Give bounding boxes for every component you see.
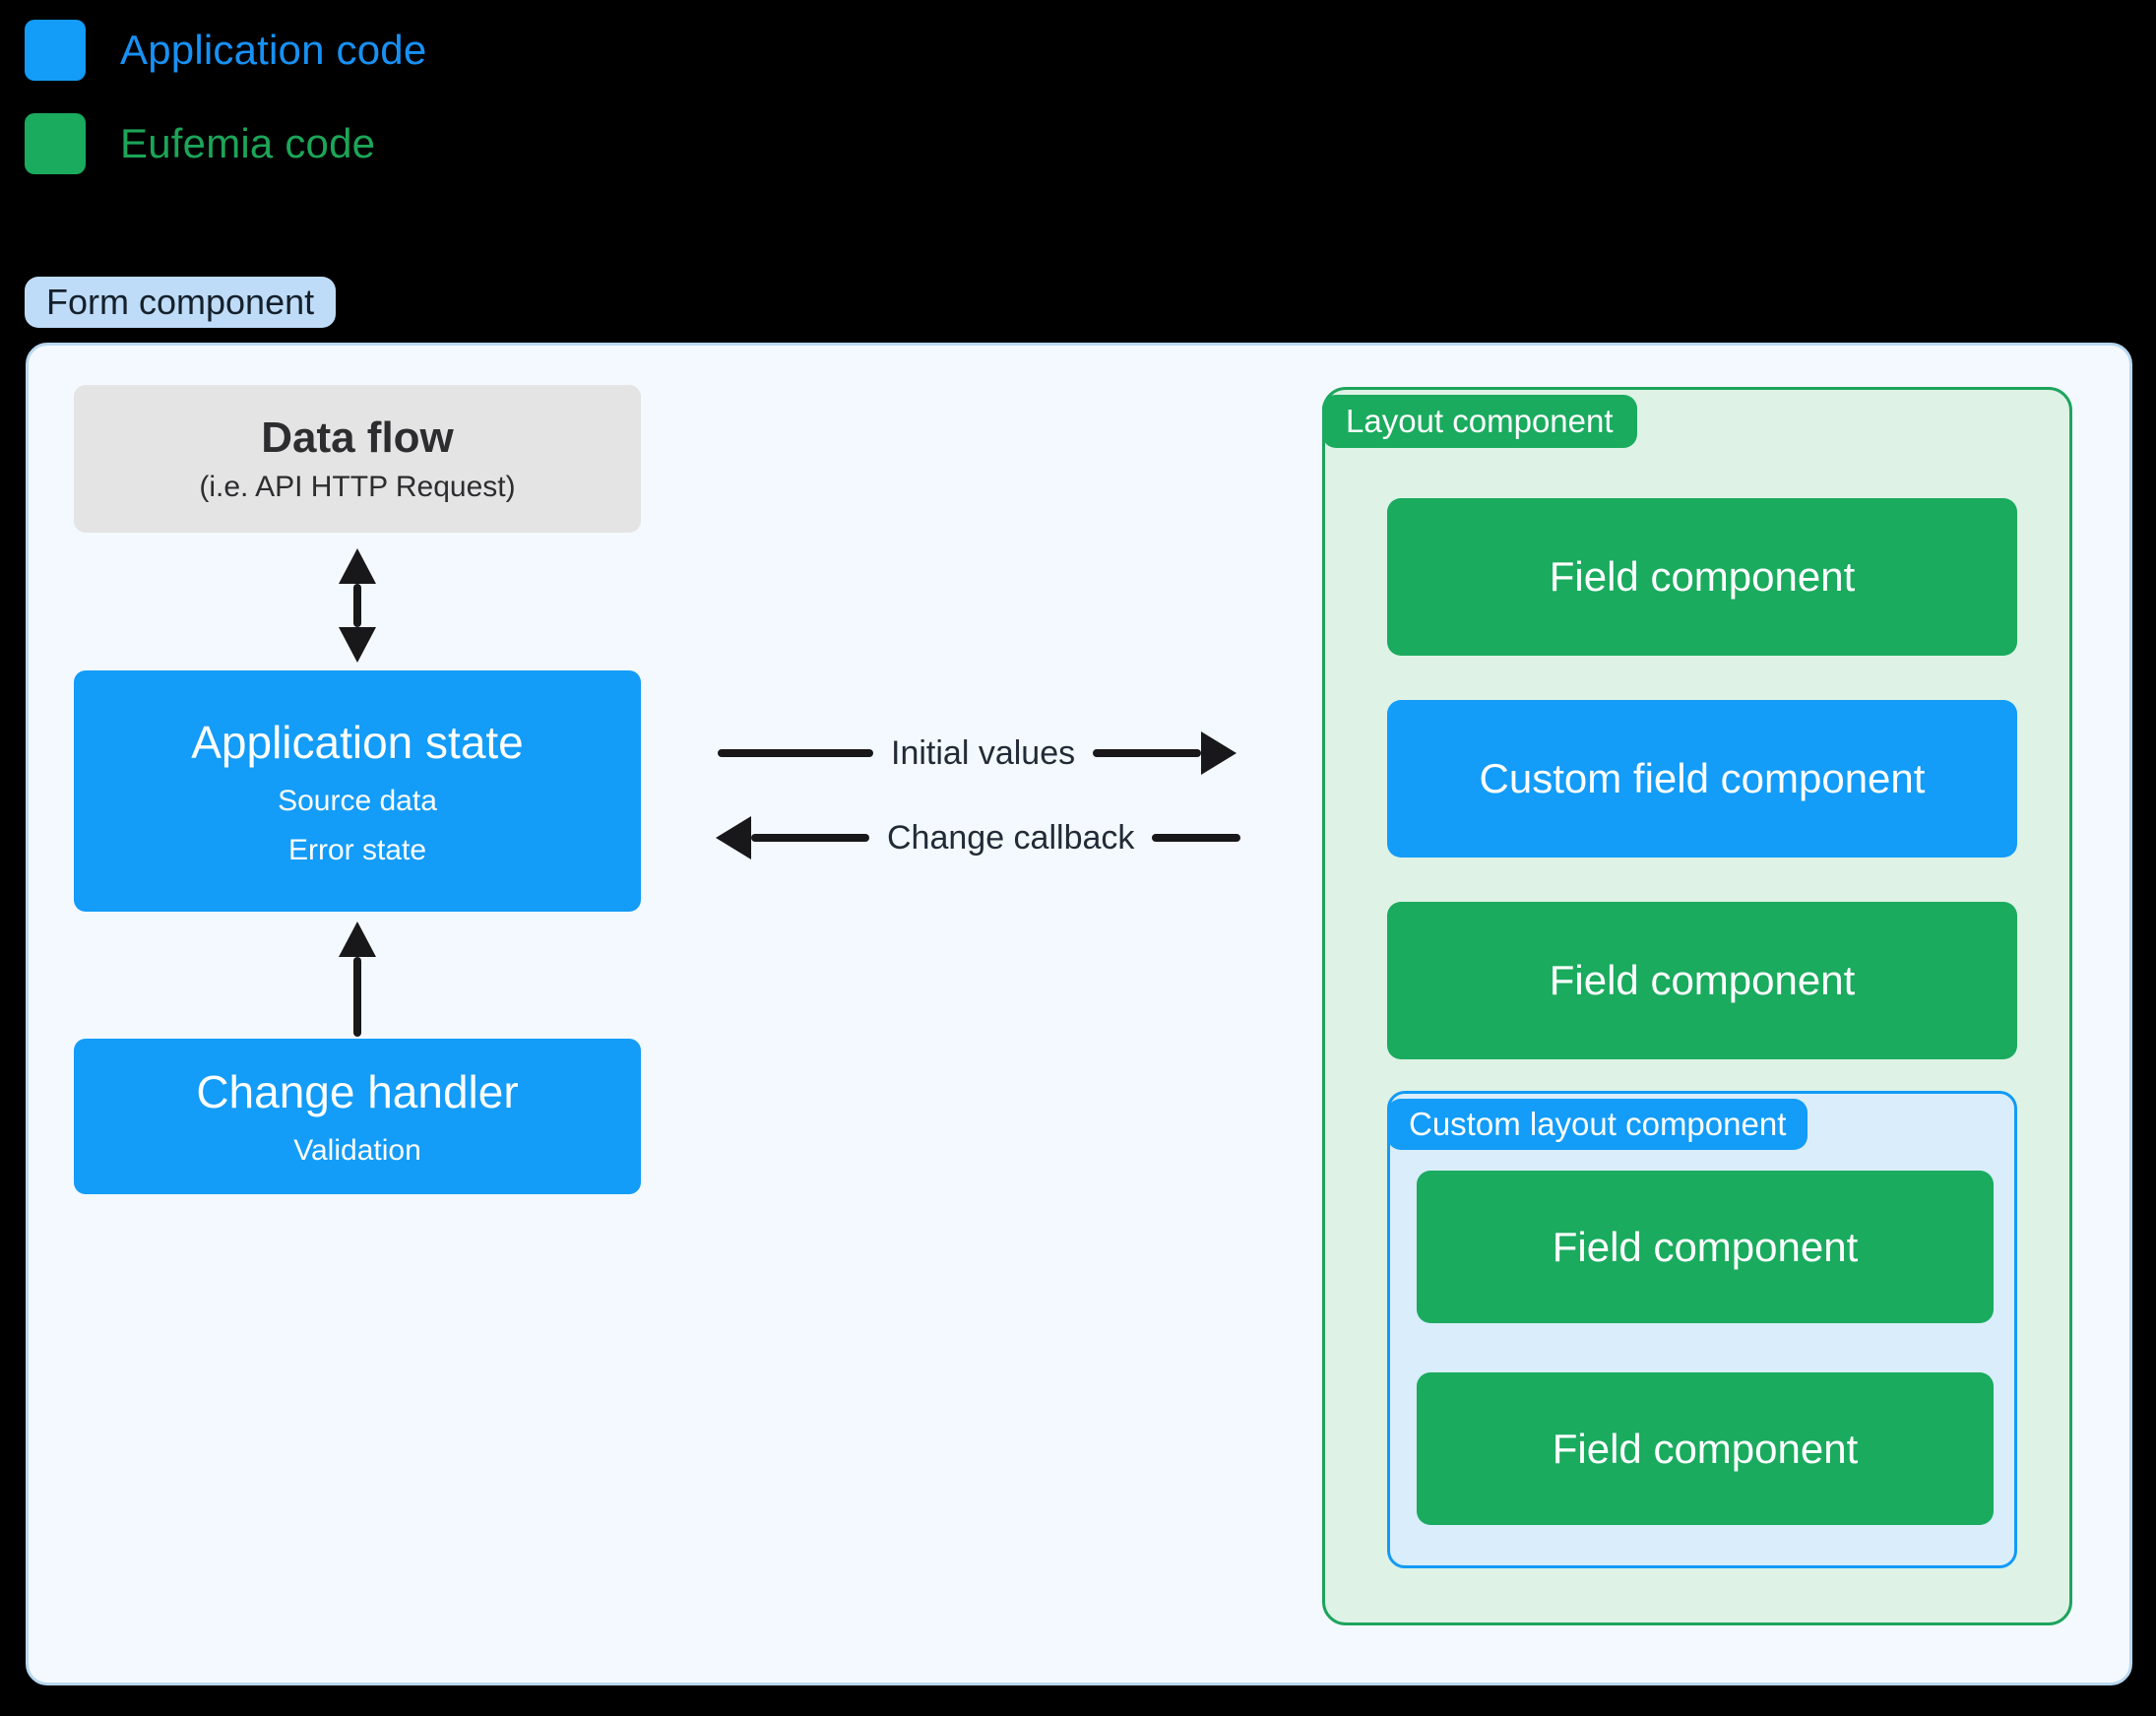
form-component-container: Data flow (i.e. API HTTP Request) Applic… — [26, 343, 2132, 1685]
arrow-shaft — [353, 957, 361, 1037]
arrowhead-up-icon — [339, 922, 376, 957]
initial-values-label: Initial values — [891, 733, 1076, 772]
change-handler-node: Change handler Validation — [74, 1039, 641, 1194]
form-component-chip: Form component — [25, 277, 337, 328]
change-callback-flow: Change callback — [716, 815, 1241, 860]
layout-component-chip: Layout component — [1322, 395, 1637, 448]
flow-line — [1152, 834, 1241, 842]
change-handler-title: Change handler — [196, 1066, 519, 1117]
flow-line — [718, 749, 873, 757]
change-handler-subtitle: Validation — [293, 1134, 421, 1167]
arrowhead-up-icon — [339, 548, 376, 584]
legend-row-application-code: Application code — [25, 20, 426, 81]
application-state-line-error-state: Error state — [287, 833, 427, 866]
data-flow-title: Data flow — [261, 413, 454, 462]
arrowhead-left-icon — [716, 816, 751, 859]
legend-row-eufemia-code: Eufemia code — [25, 113, 375, 174]
data-flow-subtitle: (i.e. API HTTP Request) — [199, 471, 516, 503]
custom-field-component-box: Custom field component — [1387, 700, 2017, 858]
arrowhead-down-icon — [339, 627, 376, 663]
application-state-title: Application state — [191, 716, 524, 768]
field-component-box: Field component — [1387, 498, 2017, 656]
change-callback-label: Change callback — [887, 818, 1135, 857]
flow-line — [751, 834, 869, 842]
flow-line — [1093, 749, 1202, 757]
field-component-box: Field component — [1417, 1171, 1994, 1323]
data-flow-node: Data flow (i.e. API HTTP Request) — [74, 385, 641, 533]
field-component-box: Field component — [1387, 902, 2017, 1059]
bidirectional-arrow — [339, 548, 376, 663]
custom-layout-component-chip: Custom layout component — [1387, 1099, 1808, 1150]
change-handler-to-state-arrow — [339, 922, 376, 1037]
legend-label-eufemia-code: Eufemia code — [120, 120, 376, 166]
application-code-swatch — [25, 20, 86, 81]
custom-layout-component-panel: Custom layout component Field component … — [1387, 1091, 2017, 1568]
eufemia-code-swatch — [25, 113, 86, 174]
arrowhead-right-icon — [1201, 731, 1237, 775]
application-state-node: Application state Source data Error stat… — [74, 670, 641, 912]
layout-component-panel: Layout component Field component Custom … — [1322, 387, 2072, 1625]
field-component-box: Field component — [1417, 1372, 1994, 1525]
application-state-line-source-data: Source data — [278, 784, 437, 817]
legend-label-application-code: Application code — [120, 27, 427, 73]
initial-values-flow: Initial values — [718, 731, 1237, 776]
arrow-shaft — [353, 584, 361, 627]
